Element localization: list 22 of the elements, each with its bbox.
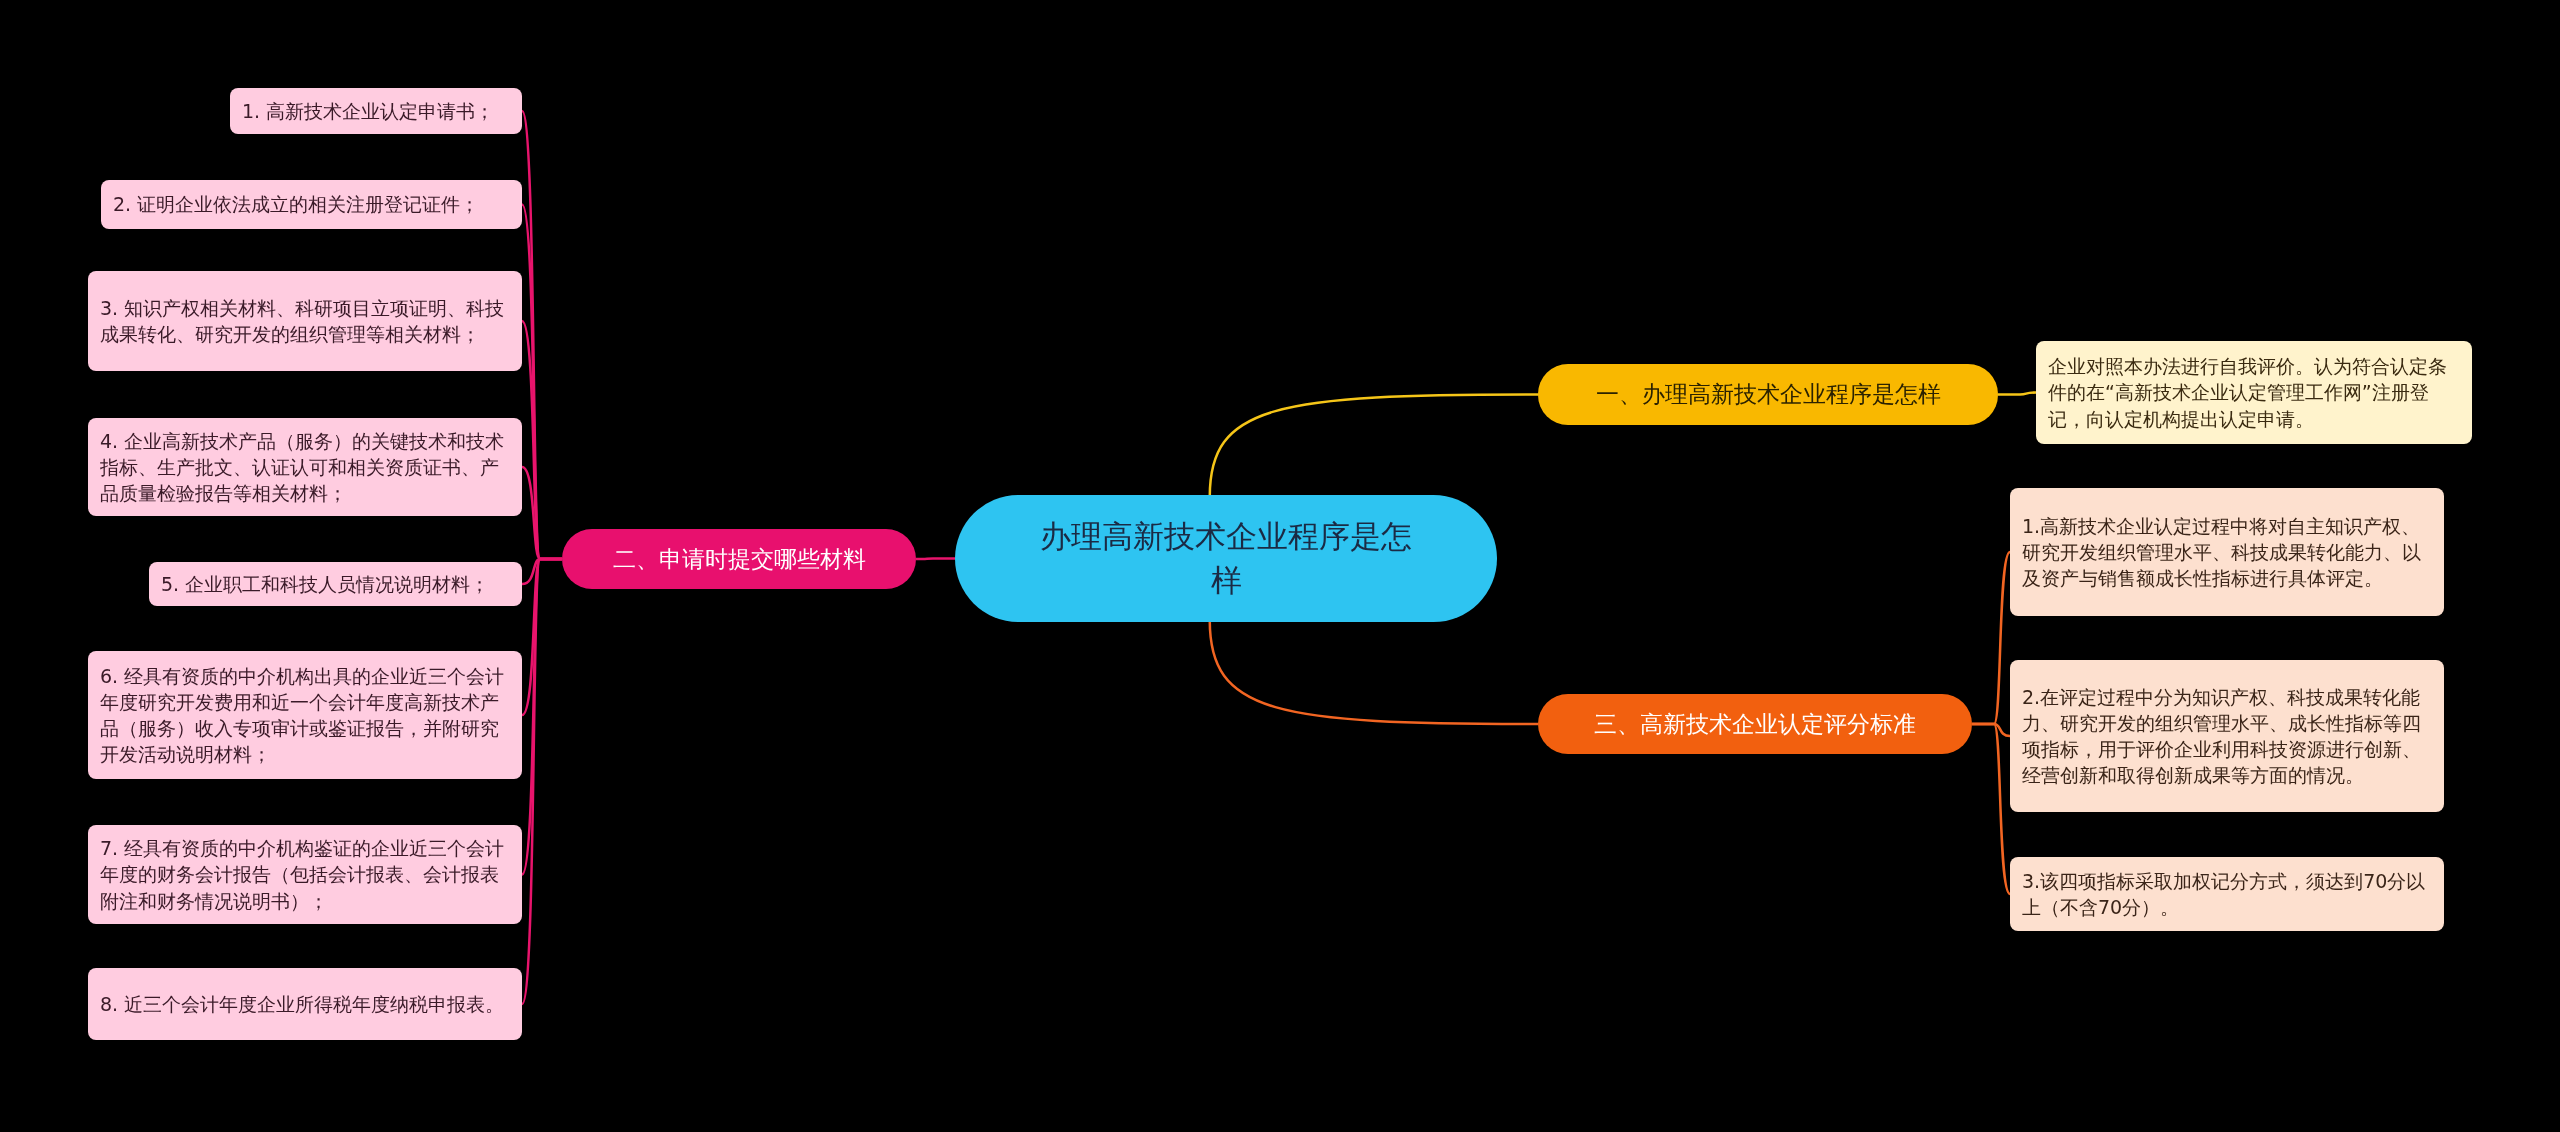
detail-card: 2. 证明企业依法成立的相关注册登记证件； [101, 180, 522, 229]
branch-topic: 一、办理高新技术企业程序是怎样 [1538, 364, 1998, 425]
detail-card: 1.高新技术企业认定过程中将对自主知识产权、研究开发组织管理水平、科技成果转化能力、以及资产与销售额成长性指标进行具体评定。 [2010, 488, 2444, 616]
detail-card: 1. 高新技术企业认定申请书； [230, 88, 522, 134]
central-topic: 办理高新技术企业程序是怎样 [955, 495, 1497, 622]
detail-card: 2.在评定过程中分为知识产权、科技成果转化能力、研究开发的组织管理水平、成长性指标等四项指标，用于评价企业利用科技资源进行创新、经营创新和取得创新成果等方面的情况。 [2010, 660, 2444, 812]
detail-card: 7. 经具有资质的中介机构鉴证的企业近三个会计年度的财务会计报告（包括会计报表、会计报表附注和财务情况说明书）； [88, 825, 522, 924]
connector-line [1998, 391, 2037, 396]
connector-line [1208, 619, 1538, 726]
detail-card: 企业对照本办法进行自我评价。认为符合认定条件的在“高新技术企业认定管理工作网”注册登记，向认定机构提出认定申请。 [2036, 341, 2472, 444]
detail-card: 5. 企业职工和科技人员情况说明材料； [149, 562, 522, 606]
detail-card: 8. 近三个会计年度企业所得税年度纳税申报表。 [88, 968, 522, 1040]
branch-topic: 二、申请时提交哪些材料 [562, 529, 916, 589]
connector-line [520, 557, 562, 1005]
connector-line [916, 557, 955, 561]
detail-card: 6. 经具有资质的中介机构出具的企业近三个会计年度研究开发费用和近一个会计年度高新技术产品（服务）收入专项审计或鉴证报告，并附研究开发活动说明材料； [88, 651, 522, 779]
connector-line [1972, 722, 2011, 895]
connector-line [1208, 393, 1538, 498]
detail-card: 3. 知识产权相关材料、科研项目立项证明、科技成果转化、研究开发的组织管理等相关材料； [88, 271, 522, 371]
detail-card: 4. 企业高新技术产品（服务）的关键技术和技术指标、生产批文、认证认可和相关资质证书、产品质量检验报告等相关材料； [88, 418, 522, 516]
detail-card: 3.该四项指标采取加权记分方式，须达到70分以上（不含70分）。 [2010, 857, 2444, 931]
branch-topic: 三、高新技术企业认定评分标准 [1538, 694, 1972, 754]
